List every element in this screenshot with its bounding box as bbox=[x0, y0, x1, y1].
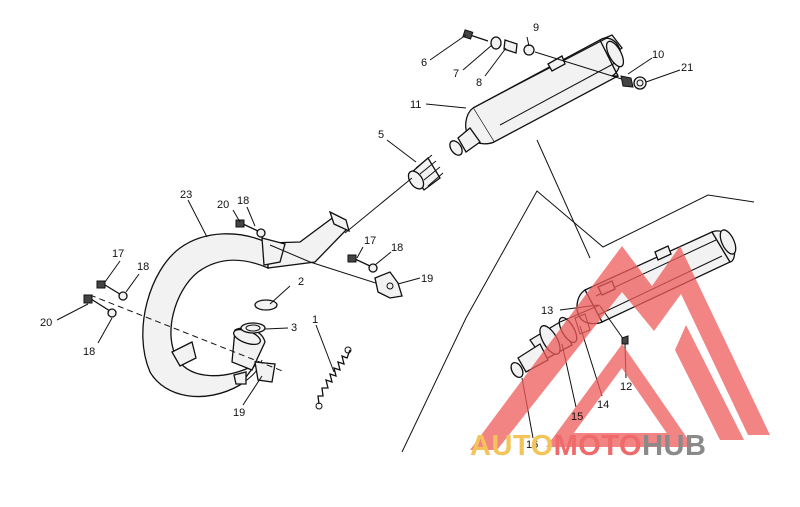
watermark-moto: MOTO bbox=[554, 430, 642, 462]
callout-8: 8 bbox=[476, 77, 482, 89]
callout-10: 10 bbox=[652, 49, 664, 61]
gaskets bbox=[240, 299, 278, 334]
callout-19b: 19 bbox=[233, 407, 245, 419]
callout-17a: 17 bbox=[112, 248, 124, 260]
callout-17b: 17 bbox=[364, 235, 376, 247]
callout-labels: 1 2 3 5 6 7 8 9 10 11 12 13 14 15 16 17 … bbox=[40, 22, 693, 451]
callout-12: 12 bbox=[620, 381, 632, 393]
callout-6: 6 bbox=[421, 57, 427, 69]
automotohub-logo-triangle bbox=[470, 246, 770, 450]
callout-9: 9 bbox=[533, 22, 539, 34]
tension-spring bbox=[315, 346, 352, 410]
callout-18d: 18 bbox=[391, 242, 403, 254]
callout-21: 21 bbox=[681, 62, 693, 74]
callout-11: 11 bbox=[410, 99, 421, 111]
callout-2: 2 bbox=[298, 276, 304, 288]
automotohub-watermark-text: AUTOMOTOHUB bbox=[470, 430, 706, 462]
callout-13: 13 bbox=[541, 305, 553, 317]
callout-5: 5 bbox=[378, 129, 384, 141]
callout-20b: 20 bbox=[40, 317, 52, 329]
callout-7: 7 bbox=[453, 68, 459, 80]
callout-18a: 18 bbox=[237, 195, 249, 207]
callout-23: 23 bbox=[180, 189, 192, 201]
hardware-upper bbox=[462, 29, 647, 90]
callout-19a: 19 bbox=[421, 273, 433, 285]
callout-15: 15 bbox=[571, 411, 583, 423]
exhaust-pipe bbox=[89, 210, 383, 398]
callout-14: 14 bbox=[597, 399, 609, 411]
callout-1: 1 bbox=[312, 314, 318, 326]
bracket-right bbox=[374, 271, 403, 299]
callout-18b: 18 bbox=[137, 261, 149, 273]
callout-18c: 18 bbox=[83, 346, 95, 358]
bolts-left bbox=[83, 219, 378, 318]
callout-16: 16 bbox=[526, 439, 538, 451]
detail-boundary-lines bbox=[401, 139, 755, 453]
callout-3: 3 bbox=[291, 322, 297, 334]
callout-20a: 20 bbox=[217, 199, 229, 211]
watermark-auto: AUTO bbox=[470, 430, 554, 462]
spring-coupling bbox=[344, 154, 444, 234]
watermark-hub: HUB bbox=[642, 430, 706, 462]
svg-text:AUTOMOTOHUB: AUTOMOTOHUB bbox=[470, 430, 706, 462]
silencer-upper bbox=[449, 34, 626, 156]
